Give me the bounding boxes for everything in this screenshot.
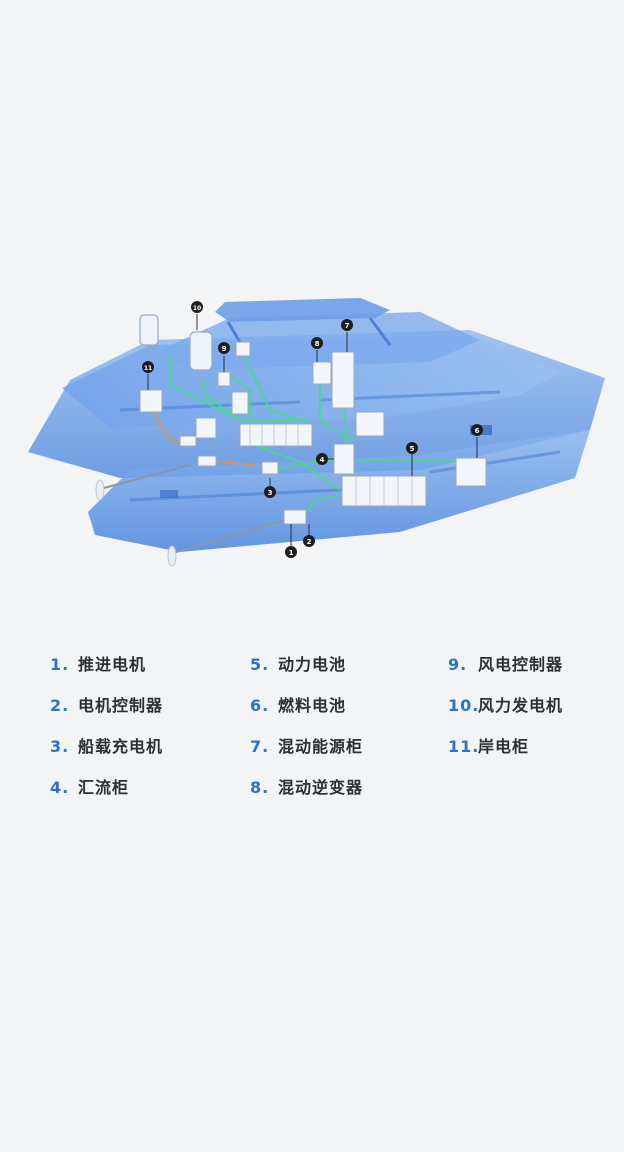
marker-8: 8 (311, 337, 323, 349)
marker-6: 6 (471, 424, 483, 436)
svg-text:2: 2 (307, 538, 312, 546)
legend-number: 2. (50, 696, 70, 715)
legend-item: 11.岸电柜 (448, 734, 529, 760)
marker-10: 10 (191, 301, 203, 313)
svg-text:4: 4 (320, 456, 325, 464)
svg-text:11: 11 (144, 365, 152, 372)
flybridge-roof (215, 298, 390, 322)
svg-text:10: 10 (193, 305, 201, 312)
wind-turbine-icon (139, 314, 213, 390)
legend-item: 8. 混动逆变器 (250, 775, 363, 801)
legend-number: 5. (250, 655, 270, 674)
legend-number: 6. (250, 696, 270, 715)
svg-text:3: 3 (268, 489, 273, 497)
svg-text:1: 1 (289, 549, 294, 557)
svg-text:5: 5 (410, 445, 415, 453)
marker-5: 5 (406, 442, 418, 454)
legend-number: 1. (50, 655, 70, 674)
svg-text:9: 9 (222, 345, 227, 353)
legend-item: 9. 风电控制器 (448, 652, 563, 678)
legend-label: 混动逆变器 (278, 778, 364, 797)
legend-number: 4. (50, 778, 70, 797)
legend-item: 3. 船载充电机 (50, 734, 163, 760)
legend-label: 混动能源柜 (278, 737, 364, 756)
legend-item: 7. 混动能源柜 (250, 734, 363, 760)
svg-text:7: 7 (345, 322, 350, 330)
svg-text:8: 8 (315, 340, 320, 348)
legend-label: 汇流柜 (78, 778, 130, 797)
vessel-diagram: 1 2 3 4 5 6 7 8 (28, 298, 605, 567)
legend-number: 11. (448, 737, 480, 756)
marker-7: 7 (341, 319, 353, 331)
legend-item: 6. 燃料电池 (250, 693, 346, 719)
legend-item: 4. 汇流柜 (50, 775, 129, 801)
marker-11: 11 (142, 361, 154, 373)
legend-label: 岸电柜 (478, 737, 530, 756)
legend-label: 电机控制器 (78, 696, 164, 715)
propeller-icon (95, 464, 286, 567)
marker-9: 9 (218, 342, 230, 354)
legend-item: 2. 电机控制器 (50, 693, 163, 719)
legend-label: 动力电池 (278, 655, 347, 674)
legend-number: 10. (448, 696, 480, 715)
legend-number: 7. (250, 737, 270, 756)
legend-number: 3. (50, 737, 70, 756)
power-wiring (169, 349, 460, 521)
marker-2: 2 (303, 535, 315, 547)
marker-4: 4 (316, 453, 328, 465)
legend-item: 5. 动力电池 (250, 652, 346, 678)
legend-item: 10.风力发电机 (448, 693, 563, 719)
legend-number: 9. (448, 655, 468, 674)
legend-number: 8. (250, 778, 270, 797)
legend-label: 风电控制器 (478, 655, 564, 674)
legend-label: 船载充电机 (78, 737, 164, 756)
legend-label: 推进电机 (78, 655, 147, 674)
legend-item: 1. 推进电机 (50, 652, 146, 678)
marker-3: 3 (264, 486, 276, 498)
marker-1: 1 (285, 546, 297, 558)
svg-text:6: 6 (475, 427, 480, 435)
legend-label: 风力发电机 (478, 696, 564, 715)
legend-label: 燃料电池 (278, 696, 347, 715)
